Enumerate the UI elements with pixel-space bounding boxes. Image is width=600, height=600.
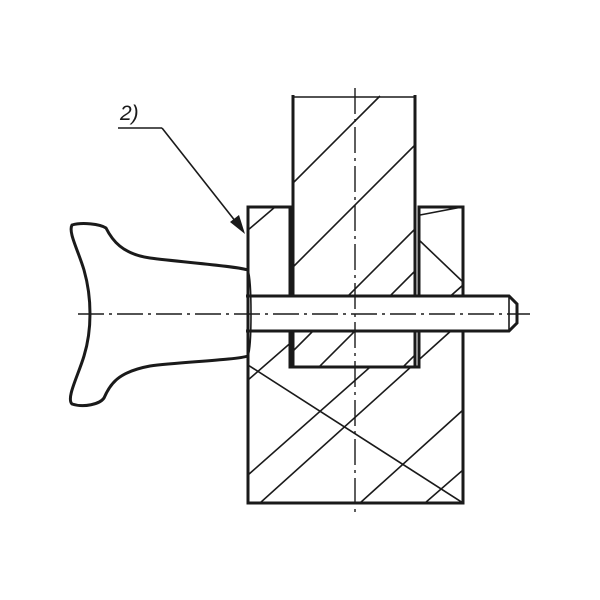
callout-arrow-head (230, 215, 245, 234)
center-lines (78, 88, 530, 516)
callout-leader-line (161, 127, 237, 223)
callout-label: 2) (119, 102, 139, 125)
callout: 2) (118, 102, 245, 234)
outer-part-outline (246, 205, 465, 505)
